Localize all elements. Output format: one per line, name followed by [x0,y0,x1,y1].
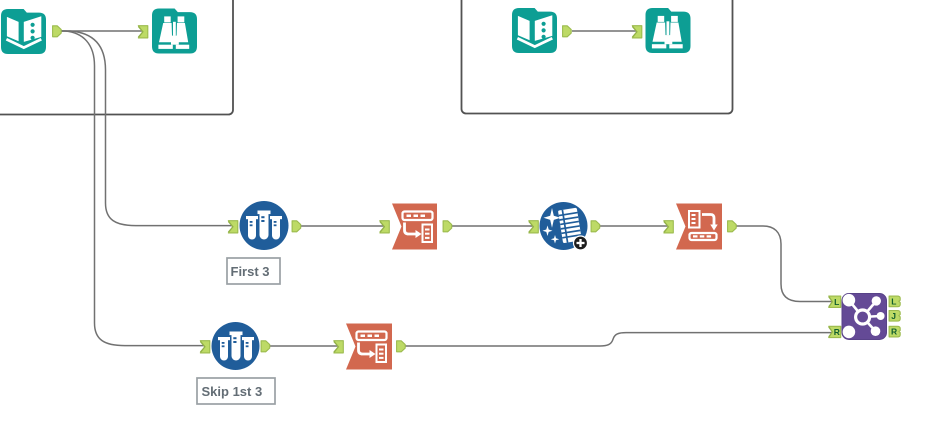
svg-text:L: L [891,297,896,307]
svg-text:Skip 1st 3: Skip 1st 3 [202,384,263,399]
svg-text:J: J [891,311,896,321]
svg-text:R: R [834,327,840,337]
svg-text:First 3: First 3 [231,264,270,279]
svg-text:L: L [834,297,839,307]
svg-text:R: R [891,327,897,337]
